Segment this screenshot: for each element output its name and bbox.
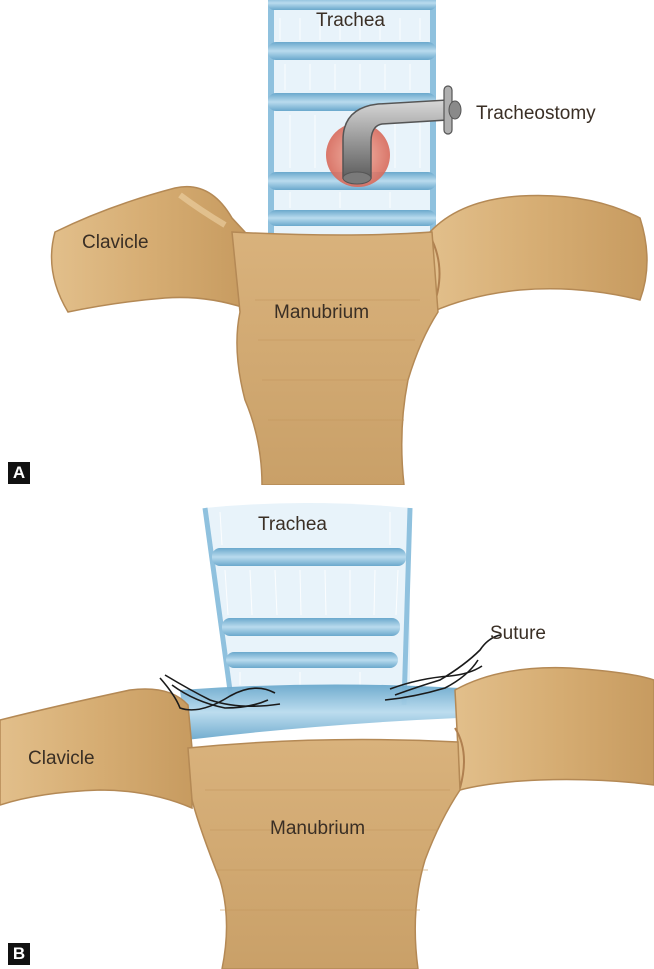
manubrium-b bbox=[188, 740, 460, 969]
manubrium-a bbox=[232, 232, 438, 485]
panel-b-illustration bbox=[0, 490, 654, 969]
panel-b: Trachea Suture Clavicle Manubrium B bbox=[0, 490, 654, 969]
manubrium-label-a: Manubrium bbox=[274, 302, 369, 324]
manubrium-label-b: Manubrium bbox=[270, 818, 365, 840]
panel-a: Trachea Tracheostomy Clavicle Manubrium … bbox=[0, 0, 654, 485]
trachea-label-b: Trachea bbox=[258, 514, 327, 536]
panel-letter-a: A bbox=[8, 462, 30, 484]
panel-letter-b: B bbox=[8, 943, 30, 965]
suture-label: Suture bbox=[490, 623, 546, 645]
trachea-label-a: Trachea bbox=[316, 10, 385, 32]
clavicle-label-b: Clavicle bbox=[28, 748, 95, 770]
tracheostomy-label: Tracheostomy bbox=[476, 103, 596, 125]
trachea-b bbox=[180, 503, 460, 740]
clavicle-label-a: Clavicle bbox=[82, 232, 149, 254]
clavicle-right-a bbox=[430, 195, 647, 312]
clavicle-right-b bbox=[455, 668, 654, 790]
